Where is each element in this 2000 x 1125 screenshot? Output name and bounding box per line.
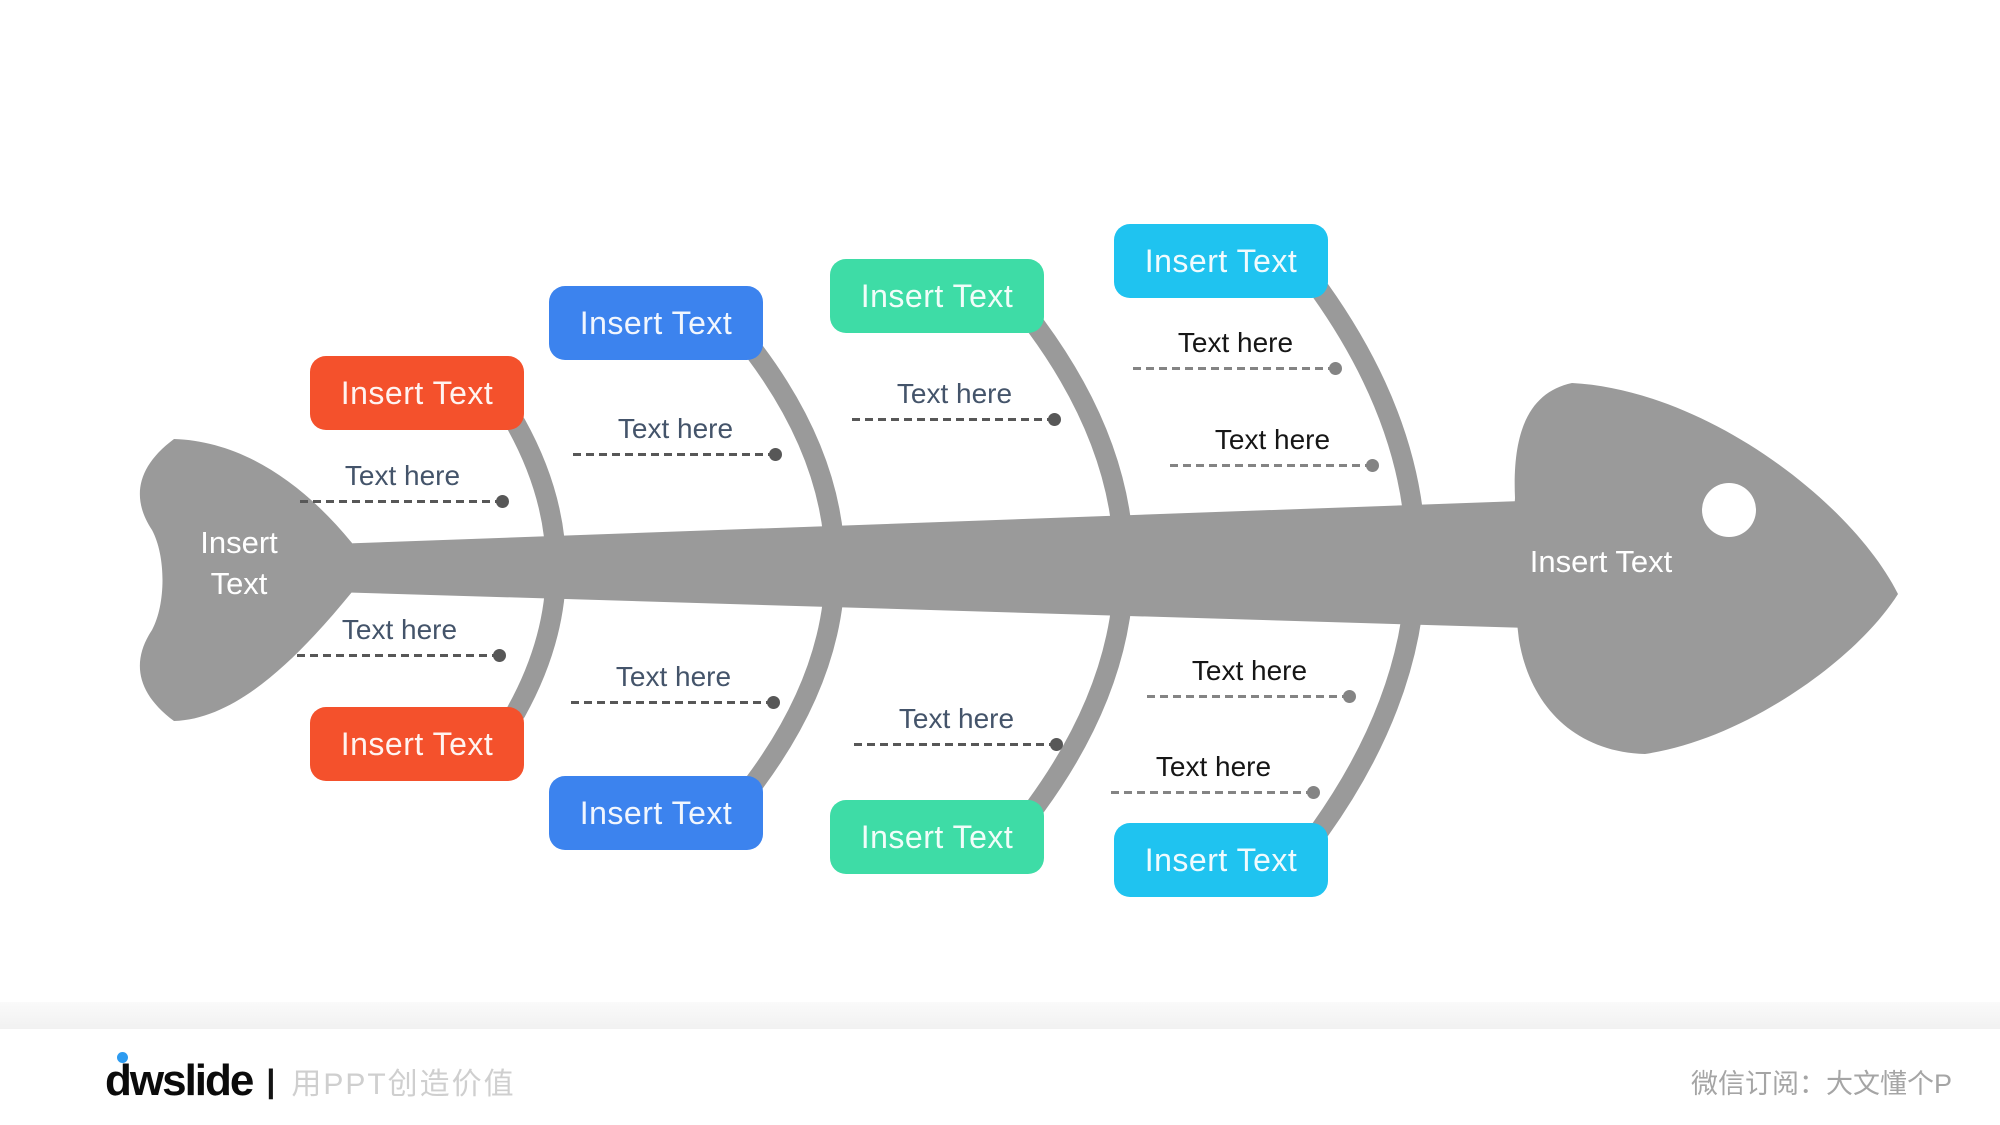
cause-dot <box>1366 459 1379 472</box>
cause-label-col4-bottom-2[interactable]: Text here <box>1111 751 1320 799</box>
cause-label-col4-bottom-1[interactable]: Text here <box>1147 655 1356 703</box>
head-label[interactable]: Insert Text <box>1529 544 1673 579</box>
category-box-col4-bottom[interactable]: Insert Text <box>1114 823 1328 897</box>
cause-label-col3-bottom[interactable]: Text here <box>854 703 1063 751</box>
fish-tail-shape <box>139 439 352 721</box>
bone-arc-col4 <box>1310 280 1426 840</box>
cause-dot <box>1050 738 1063 751</box>
cause-dot <box>493 649 506 662</box>
bone-arc-col1 <box>506 414 566 722</box>
cause-dot <box>769 448 782 461</box>
cause-label-text: Text here <box>1155 751 1272 782</box>
cause-label-col3-top[interactable]: Text here <box>852 378 1061 426</box>
fish-head-shape <box>1513 383 1898 754</box>
category-box-col4-top[interactable]: Insert Text <box>1114 224 1328 298</box>
cause-dash-line <box>1133 367 1330 370</box>
fish-spine-shape <box>332 496 1660 632</box>
cause-label-text: Text here <box>1177 327 1294 358</box>
cause-dot <box>1307 786 1320 799</box>
cause-dash-line <box>300 500 497 503</box>
cause-dash-line <box>1170 464 1367 467</box>
cause-label-col1-top[interactable]: Text here <box>300 460 509 508</box>
cause-label-col1-bottom[interactable]: Text here <box>297 614 506 662</box>
cause-dot <box>496 495 509 508</box>
brand-tagline: 用PPT创造价值 <box>291 1068 516 1101</box>
cause-dash-line <box>852 418 1049 421</box>
brand-footer: dwslide | 用PPT创造价值 <box>105 1052 516 1110</box>
bone-arc-col2 <box>745 342 845 792</box>
cause-dot <box>1048 413 1061 426</box>
cause-dash-line <box>573 453 770 456</box>
fish-eye <box>1702 483 1756 537</box>
category-box-col2-bottom[interactable]: Insert Text <box>549 776 763 850</box>
cause-dash-line <box>1147 695 1344 698</box>
cause-label-text: Text here <box>615 661 732 692</box>
cause-label-text: Text here <box>341 614 458 645</box>
category-box-col3-bottom[interactable]: Insert Text <box>830 800 1044 874</box>
cause-dash-line <box>854 743 1051 746</box>
tail-label[interactable]: Insert Text <box>200 525 278 601</box>
brand-logo-text: dwslide <box>105 1056 254 1105</box>
cause-dot <box>1343 690 1356 703</box>
category-box-col2-top[interactable]: Insert Text <box>549 286 763 360</box>
cause-label-col4-top-2[interactable]: Text here <box>1170 424 1379 472</box>
cause-label-text: Text here <box>344 460 461 491</box>
category-box-col1-top[interactable]: Insert Text <box>310 356 524 430</box>
wechat-subscription-text: 微信订阅：大文懂个P <box>1690 1069 1952 1099</box>
cause-label-text: Text here <box>898 703 1015 734</box>
logo-separator: | <box>266 1062 276 1099</box>
cause-dash-line <box>571 701 768 704</box>
cause-dash-line <box>297 654 494 657</box>
logo-dot <box>117 1052 128 1063</box>
cause-label-text: Text here <box>896 378 1013 409</box>
cause-label-col2-top[interactable]: Text here <box>573 413 782 461</box>
cause-dot <box>1329 362 1342 375</box>
cause-label-text: Text here <box>617 413 734 444</box>
footer-divider-band <box>0 1002 2000 1029</box>
brand-logo: dwslide <box>105 1052 254 1106</box>
category-box-col3-top[interactable]: Insert Text <box>830 259 1044 333</box>
cause-label-col4-top-1[interactable]: Text here <box>1133 327 1342 375</box>
cause-label-col2-bottom[interactable]: Text here <box>571 661 780 709</box>
cause-dash-line <box>1111 791 1308 794</box>
cause-dot <box>767 696 780 709</box>
cause-label-text: Text here <box>1191 655 1308 686</box>
bone-arc-col3 <box>1026 316 1134 816</box>
cause-label-text: Text here <box>1214 424 1331 455</box>
category-box-col1-bottom[interactable]: Insert Text <box>310 707 524 781</box>
